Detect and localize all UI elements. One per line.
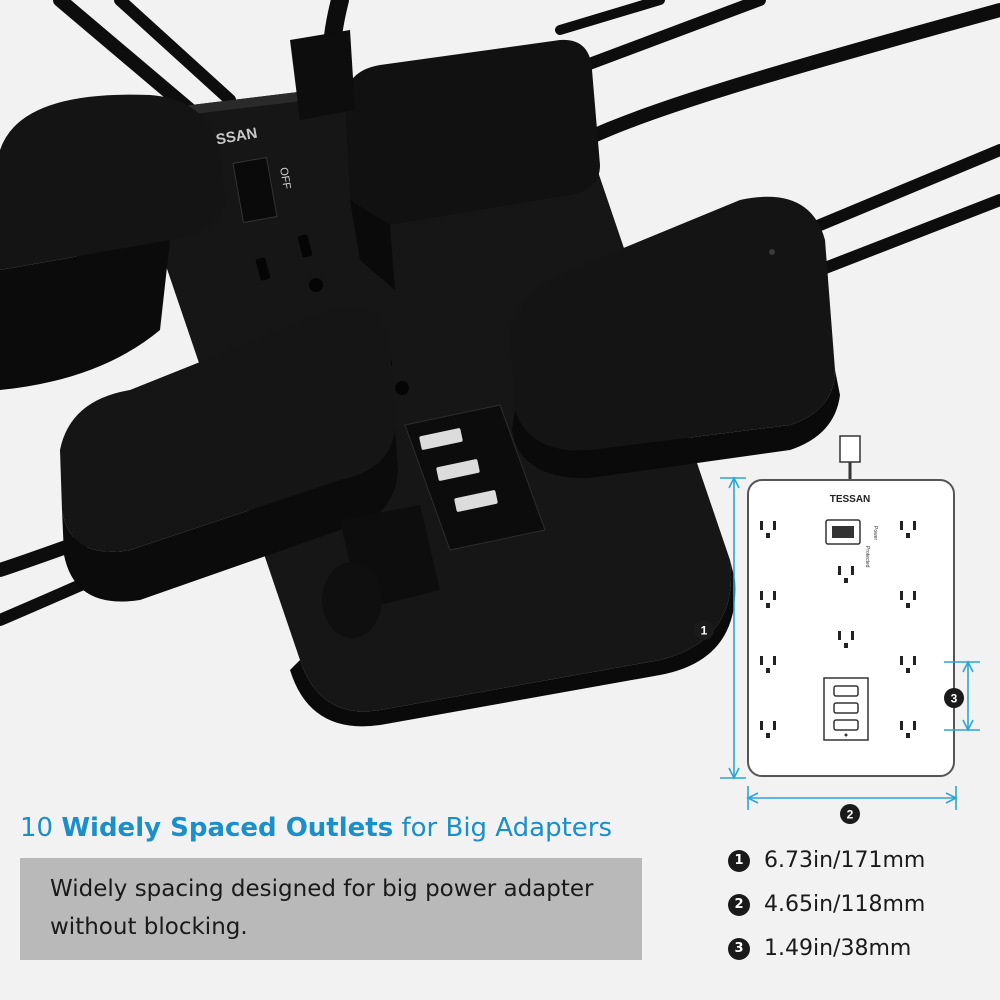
power-switch — [232, 156, 278, 224]
product-photo: TESSAN OFF — [0, 0, 1000, 727]
adapter-right — [510, 196, 835, 451]
spec-marker: 2 — [728, 894, 750, 916]
headline-count: 10 — [20, 813, 62, 843]
diagram-outlet — [900, 521, 916, 538]
spec-value: 4.65in/118mm — [764, 892, 926, 917]
headline-suffix: for Big Adapters — [393, 813, 613, 843]
adapter-top-left — [0, 94, 225, 270]
headline-emphasis: Widely Spaced Outlets — [61, 813, 394, 843]
spec-row-width: 2 4.65in/118mm — [728, 886, 993, 930]
dimension-diagram: TESSAN Power Protected 1 2 3 — [694, 435, 980, 824]
spec-row-spacing: 3 1.49in/38mm — [728, 930, 993, 974]
diagram-outlet — [900, 656, 916, 673]
switch-off-label: OFF — [277, 166, 293, 190]
spec-row-height: 1 6.73in/171mm — [728, 842, 993, 886]
cable — [555, 0, 665, 35]
diagram-marker-1: 1 — [701, 624, 708, 638]
diagram-usb-port — [833, 719, 859, 731]
diagram-usb-port — [833, 702, 859, 714]
diagram-outlet — [900, 591, 916, 608]
diagram-outlet — [838, 631, 854, 648]
spec-value: 1.49in/38mm — [764, 936, 912, 961]
cable — [814, 194, 1000, 276]
cable — [114, 0, 236, 106]
diagram-indicator-power: Power — [872, 526, 878, 541]
diagram-marker-2: 2 — [847, 808, 854, 822]
spec-marker: 1 — [728, 850, 750, 872]
diagram-brand: TESSAN — [830, 494, 871, 505]
diagram-outlet — [900, 721, 916, 738]
spec-value: 6.73in/171mm — [764, 848, 926, 873]
diagram-outlet — [838, 566, 854, 583]
diagram-strip — [747, 479, 955, 777]
usb-port — [419, 428, 463, 450]
diagram-outlets — [760, 521, 916, 738]
adapter-top-center — [345, 39, 600, 226]
description-text: Widely spacing designed for big power ad… — [50, 876, 594, 940]
diagram-outlet — [760, 721, 776, 738]
cable — [53, 0, 197, 117]
usb-port — [454, 490, 498, 512]
diagram-cord-plug — [839, 435, 861, 463]
headline: 10 Widely Spaced Outlets for Big Adapter… — [20, 808, 660, 848]
diagram-outlet — [760, 521, 776, 538]
spec-marker: 3 — [728, 938, 750, 960]
diagram-outlet — [760, 591, 776, 608]
description-box: Widely spacing designed for big power ad… — [20, 858, 642, 960]
adapter-bottom-left — [60, 306, 395, 552]
diagram-outlet — [760, 656, 776, 673]
diagram-indicator-protected: Protected — [864, 546, 870, 568]
dimension-specs: 1 6.73in/171mm 2 4.65in/118mm 3 1.49in/3… — [728, 842, 993, 974]
diagram-marker-3: 3 — [951, 692, 958, 706]
diagram-usb-port — [833, 685, 859, 697]
usb-port — [436, 459, 480, 481]
